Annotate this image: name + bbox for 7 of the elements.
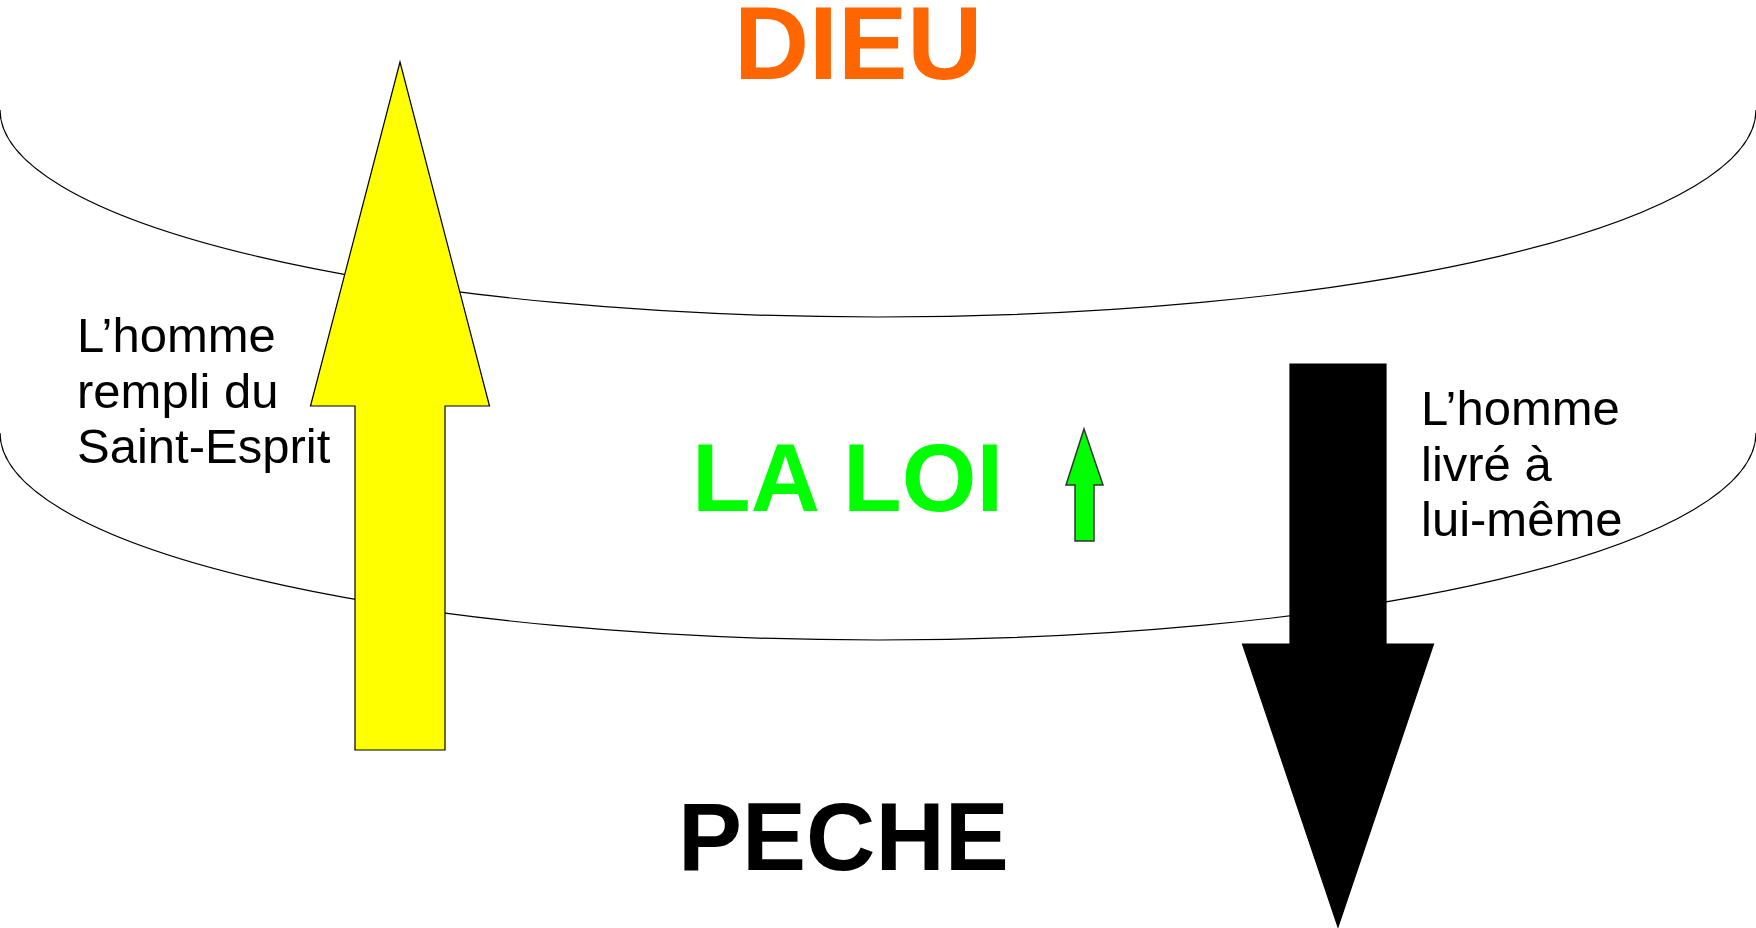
edge-label: L’homme rempli du Saint-Esprit xyxy=(77,308,332,475)
level-heading: PECHE xyxy=(678,801,1009,873)
block-arrow xyxy=(309,59,491,751)
block-arrow xyxy=(1241,363,1435,928)
level-heading: DIEU xyxy=(734,4,983,82)
edge-label: L’homme livré à lui-même xyxy=(1421,381,1624,548)
level-heading: LA LOI xyxy=(692,442,1004,514)
